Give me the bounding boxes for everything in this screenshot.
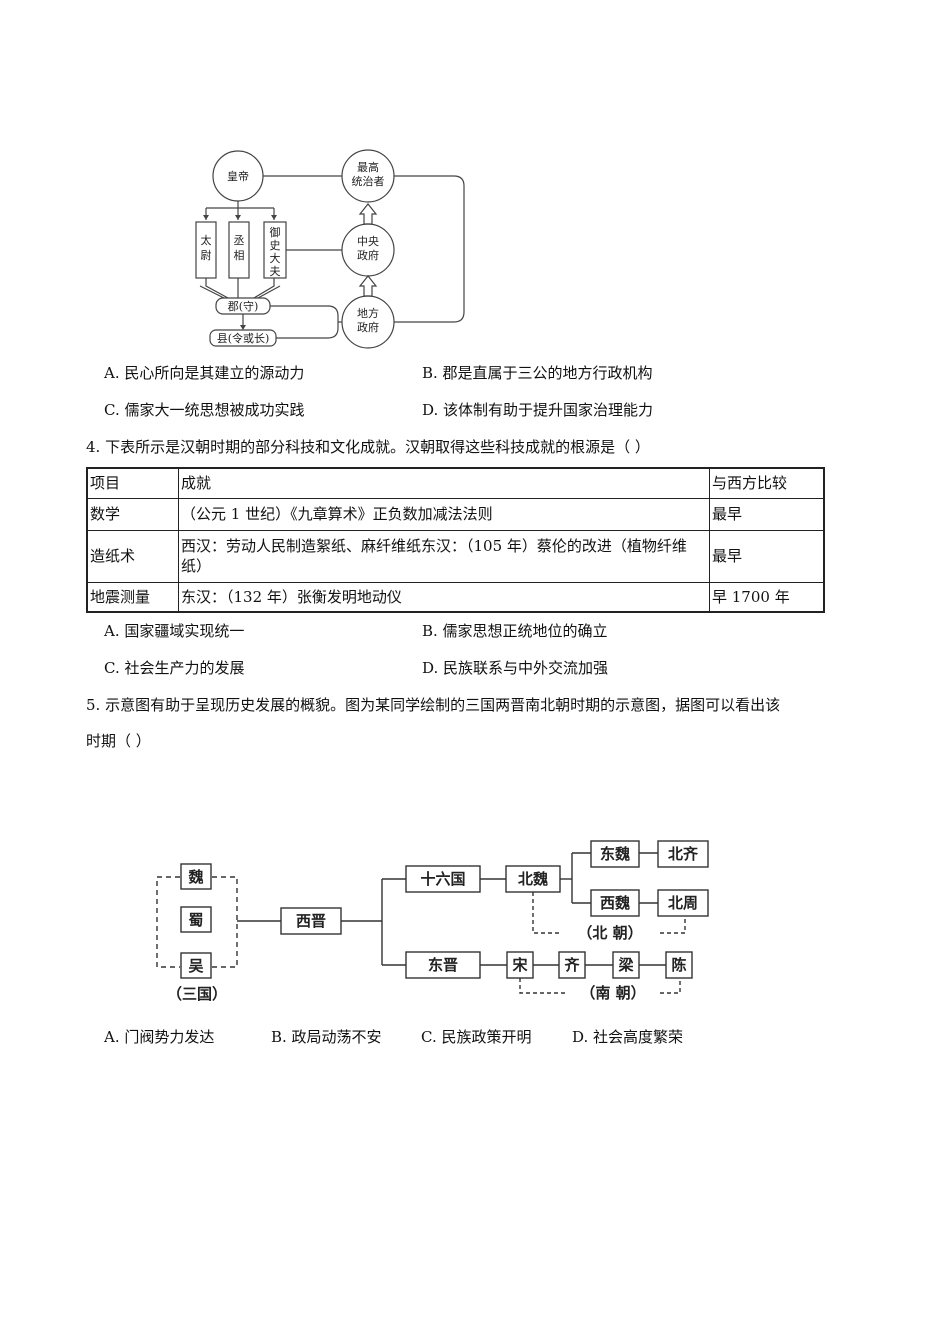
table-cell: 数学 (86, 497, 179, 531)
central-gov-label-1: 中央 (357, 235, 379, 248)
chengxiang-label-1: 丞 (234, 234, 245, 247)
supreme-ruler-label-2: 统治者 (352, 174, 385, 188)
beizhou-label: 北周 (668, 894, 698, 912)
q4-stem: 4. 下表所示是汉朝时期的部分科技和文化成就。汉朝取得这些科技成就的根源是（ ） (86, 438, 650, 456)
three-kingdoms-label: （三国） (167, 985, 227, 1003)
q5-option-b[interactable]: B. 政局动荡不安 (271, 1028, 382, 1046)
table-cell: 最早 (709, 497, 825, 531)
q5-option-d[interactable]: D. 社会高度繁荣 (572, 1028, 684, 1046)
xijin-label: 西晋 (296, 912, 326, 930)
beiqi-label: 北齐 (668, 845, 699, 863)
yushi-label-4: 夫 (270, 265, 281, 278)
emperor-label: 皇帝 (227, 169, 249, 183)
table-row: 造纸术 西汉：劳动人民制造絮纸、麻纤维纸东汉：（105 年）蔡伦的改进（植物纤维… (86, 529, 825, 583)
q5-option-c[interactable]: C. 民族政策开明 (421, 1028, 532, 1046)
table-header-cell: 与西方比较 (709, 467, 825, 499)
table-row: 数学 （公元 1 世纪）《九章算术》正负数加减法法则 最早 (86, 497, 825, 531)
table-cell: 地震测量 (86, 581, 179, 613)
q5-option-a[interactable]: A. 门阀势力发达 (104, 1028, 215, 1046)
table-cell: 西汉：劳动人民制造絮纸、麻纤维纸东汉：（105 年）蔡伦的改进（植物纤维纸） (178, 529, 710, 583)
table-cell: （公元 1 世纪）《九章算术》正负数加减法法则 (178, 497, 710, 531)
beiwei-label: 北魏 (518, 870, 548, 888)
q3-option-c[interactable]: C. 儒家大一统思想被成功实践 (104, 401, 305, 419)
q4-option-b[interactable]: B. 儒家思想正统地位的确立 (422, 622, 608, 640)
table-cell: 造纸术 (86, 529, 179, 583)
qi-label: 齐 (564, 956, 580, 974)
local-gov-label-2: 政府 (357, 320, 379, 334)
northern-dynasties-label: （北 朝） (577, 924, 642, 942)
dongjin-label: 东晋 (428, 956, 458, 974)
table-row: 地震测量 东汉：（132 年）张衡发明地动仪 早 1700 年 (86, 581, 825, 613)
chen-label: 陈 (671, 956, 686, 974)
dongwei-label: 东魏 (600, 845, 630, 863)
shiliuguo-label: 十六国 (420, 870, 465, 888)
table-header-cell: 项目 (86, 467, 179, 499)
q3-option-d[interactable]: D. 该体制有助于提升国家治理能力 (422, 401, 654, 419)
dynasties-diagram: 魏 蜀 吴 （三国） 西晋 十六国 北魏 东魏 北齐 西魏 北周 （北 朝） 东… (156, 840, 709, 1003)
yushi-label-3: 大 (270, 251, 281, 265)
song-label: 宋 (511, 956, 528, 974)
wei-label: 魏 (187, 868, 203, 886)
wu-label: 吴 (188, 957, 203, 975)
q4-option-d[interactable]: D. 民族联系与中外交流加强 (422, 659, 609, 677)
qin-han-system-diagram: 皇帝 最高 统治者 中央 政府 地方 政府 太 尉 丞 相 御 史 大 夫 郡(… (195, 149, 465, 349)
local-gov-label-1: 地方 (357, 306, 379, 320)
yushi-label-1: 御 (270, 225, 281, 239)
central-gov-label-2: 政府 (357, 248, 379, 262)
table-cell: 最早 (709, 529, 825, 583)
table-header-row: 项目 成就 与西方比较 (86, 467, 825, 499)
xiwei-label: 西魏 (600, 894, 630, 912)
achievements-table: 项目 成就 与西方比较 数学 （公元 1 世纪）《九章算术》正负数加减法法则 最… (86, 467, 825, 613)
q5-stem-line1: 5. 示意图有助于呈现历史发展的概貌。图为某同学绘制的三国两晋南北朝时期的示意图… (86, 696, 781, 714)
q4-option-c[interactable]: C. 社会生产力的发展 (104, 659, 245, 677)
q4-option-a[interactable]: A. 国家疆域实现统一 (104, 622, 245, 640)
liang-label: 梁 (617, 956, 634, 974)
table-cell: 东汉：（132 年）张衡发明地动仪 (178, 581, 710, 613)
table-header-cell: 成就 (178, 467, 710, 499)
taiwei-label-2: 尉 (201, 248, 212, 262)
jun-label: 郡(守) (228, 299, 259, 313)
yushi-label-2: 史 (270, 239, 281, 252)
q3-option-b[interactable]: B. 郡是直属于三公的地方行政机构 (422, 364, 653, 382)
q3-option-a[interactable]: A. 民心所向是其建立的源动力 (104, 364, 305, 382)
chengxiang-label-2: 相 (234, 249, 245, 262)
xian-label: 县(令或长) (217, 331, 270, 345)
supreme-ruler-label-1: 最高 (357, 160, 379, 174)
q5-stem-line2: 时期（ ） (86, 732, 151, 750)
table-cell: 早 1700 年 (709, 581, 825, 613)
southern-dynasties-label: （南 朝） (580, 984, 645, 1002)
shu-label: 蜀 (188, 911, 203, 929)
taiwei-label-1: 太 (201, 234, 212, 247)
